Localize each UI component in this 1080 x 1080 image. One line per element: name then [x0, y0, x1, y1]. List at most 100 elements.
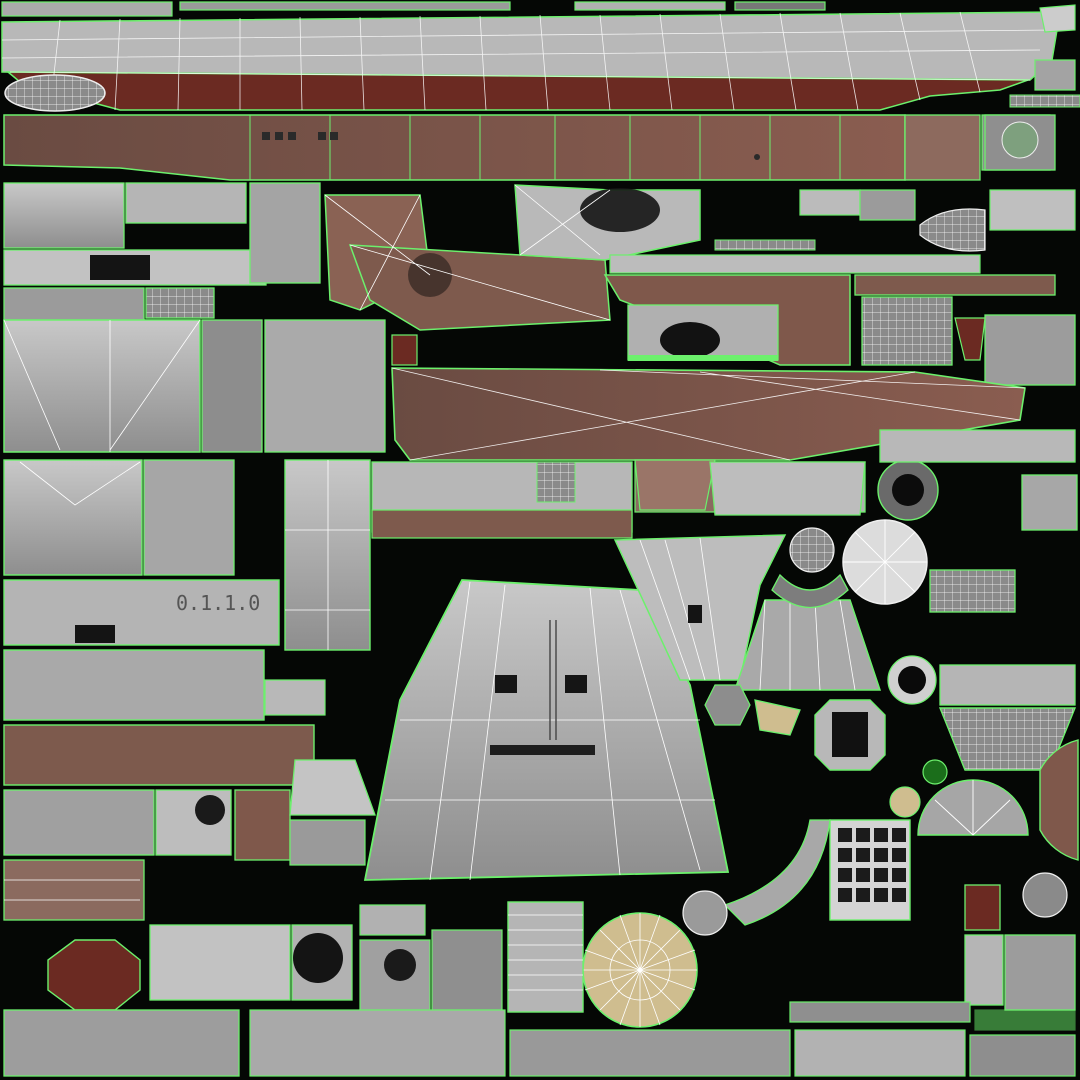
slat-strip-tr: [989, 189, 1076, 231]
wall-panel-g: [201, 319, 263, 453]
grey-box-5: [509, 1029, 791, 1077]
hatch-3: [384, 949, 416, 981]
wall-panel-b: [125, 182, 247, 224]
tray-panel: [709, 461, 866, 516]
ring-white-hole: [898, 666, 926, 694]
deck-strip: [609, 254, 981, 274]
wall-panel-e: [3, 287, 145, 321]
tan-triangle: [754, 699, 801, 736]
porthole-shadow-b: [580, 188, 660, 232]
fan-panel-a-slot: [688, 605, 702, 623]
small-block-tr-2: [1009, 94, 1080, 108]
hull-upper-band: [1, 11, 1061, 81]
ring-gear-hole: [892, 474, 924, 506]
solar-cells: [838, 828, 906, 902]
column-rust-band: [371, 509, 633, 539]
rust-panel-window-shadow: [660, 322, 720, 358]
stern-cap: [1039, 4, 1076, 33]
deck-portholes: [262, 132, 760, 160]
stack-panel-1-wires: [19, 461, 141, 506]
curved-ribbon: [723, 819, 831, 926]
octagon-plate: [47, 939, 141, 1011]
gray-panel-r: [984, 314, 1076, 386]
mesh-capsule: [919, 208, 986, 252]
deck-band-end: [904, 114, 981, 181]
lower-center: [507, 684, 1076, 1031]
bridge-ladder: [549, 620, 557, 740]
hull-red-chip: [391, 334, 418, 366]
small-block-tr-4: [859, 189, 916, 221]
wall-panel-f: [3, 319, 201, 453]
stack-panel-8-wires: [4, 879, 140, 901]
lower-left-misc: [249, 679, 1076, 1077]
small-block-tr: [1034, 59, 1076, 91]
vent-slats: [714, 239, 816, 251]
grey-box-6: [794, 1029, 966, 1077]
deck-band-island: [3, 114, 1051, 181]
tan-dish-ring: [609, 939, 671, 1001]
round-hatch-2: [293, 933, 343, 983]
arc-rim: [1039, 739, 1079, 861]
dome-small: [789, 527, 835, 573]
right-cluster: [842, 429, 1079, 1011]
slatted-panel: [507, 901, 584, 1013]
hull-marking: 0.1.1.0: [176, 591, 260, 615]
fan-ring: [771, 573, 849, 609]
column-panel: [284, 459, 371, 651]
superstructure-slopes: [324, 184, 981, 331]
bridge-front-wires: [385, 581, 715, 881]
fan-panel-a-wires: [639, 537, 721, 681]
stack-panel-1: [3, 459, 143, 576]
wedge-panel: [289, 759, 376, 816]
tan-dish-wires: [583, 913, 697, 1027]
spoke-wheel-2: [682, 890, 728, 936]
fan-panels: [613, 459, 882, 691]
grid-panel-r: [929, 569, 1016, 613]
grey-box-3: [431, 929, 503, 1011]
stack-panel-10: [149, 924, 291, 1001]
hull-top-strip-4: [1, 1, 173, 17]
left-mid-stack: 0.1.1.0: [3, 459, 353, 1077]
mesh-panel: [861, 296, 953, 366]
gray-block-r: [1004, 934, 1076, 1011]
bridge-bench: [490, 745, 595, 755]
rust-panel-bar: [628, 355, 778, 361]
half-dome-wires: [934, 780, 1011, 836]
stack-panel-4: [3, 649, 265, 721]
radar-panel-ring: [1001, 121, 1039, 159]
wall-panel-d: [249, 182, 321, 284]
long-rust-slab: [391, 367, 1026, 461]
gray-trapezoid-top: [634, 459, 716, 511]
tan-knob: [889, 786, 921, 818]
wall-opening: [90, 255, 150, 280]
slat-panel-r: [939, 664, 1076, 706]
round-hatch: [195, 795, 225, 825]
column-wires: [285, 460, 370, 650]
slatted-panel-lines: [508, 914, 583, 991]
fan-panel-b-wires: [759, 599, 856, 691]
big-dome-wires: [843, 520, 927, 604]
grey-box-4: [249, 1009, 506, 1077]
left-wall-panels: [3, 182, 418, 453]
hull-top-strip-3: [734, 1, 826, 11]
mid-rust-panels: [603, 274, 1076, 386]
barcode-strip-2: [974, 1009, 1076, 1031]
grey-box-7: [969, 1034, 1076, 1077]
bridge-window-right: [565, 675, 587, 693]
vent-grille: [145, 287, 215, 319]
stack-panel-8: [3, 859, 145, 921]
red-wedge: [954, 317, 986, 361]
stack-panel-9: [234, 789, 291, 861]
hull-top-strip-2: [574, 1, 726, 11]
stack-panel-3: [3, 579, 280, 646]
slatted-vent: [536, 461, 576, 503]
stack-panel-12: [3, 1009, 240, 1077]
stack-panel-6: [3, 789, 155, 856]
small-block-tr-3: [799, 189, 861, 216]
bow-cap-mesh: [4, 74, 106, 112]
spoke-wheel: [1022, 872, 1068, 918]
rust-slab-wires: [391, 367, 1026, 461]
hull-wireframe: [1, 11, 1056, 111]
chair-grid: [289, 819, 366, 866]
